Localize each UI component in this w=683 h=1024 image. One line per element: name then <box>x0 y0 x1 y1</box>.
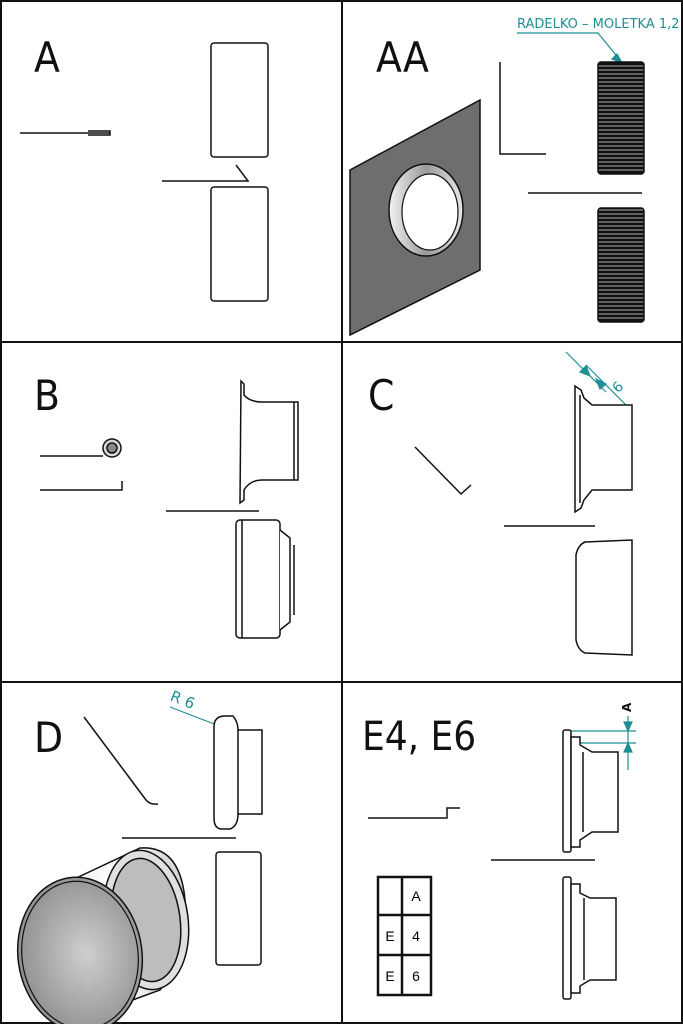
table-row-2-value: 6 <box>412 968 420 984</box>
panel-b-profile-lines <box>40 438 259 512</box>
table-row-1-type: E <box>385 928 394 944</box>
panel-b: B <box>34 371 299 639</box>
panel-a: A <box>20 33 269 302</box>
panel-d-collar-front <box>215 851 262 966</box>
panel-e-collar-front <box>562 876 617 1000</box>
panel-e: E4, E6 A <box>362 702 636 1000</box>
dimension-a <box>570 716 636 770</box>
panel-b-label: B <box>34 371 60 420</box>
panel-aa: AA RADELKO – MOLETKA 1,2 <box>349 17 680 337</box>
panel-a-plates <box>210 42 269 302</box>
table-header-a: A <box>411 888 421 904</box>
panel-b-collar-front <box>235 519 295 639</box>
panel-e-profile-lines <box>368 807 595 861</box>
panel-c-collar-side <box>574 384 633 514</box>
panel-c: C 6 <box>368 351 633 656</box>
table-row-2-type: E <box>385 968 394 984</box>
panel-d: D R 6 <box>16 687 263 1024</box>
panel-d-collar-side <box>213 715 263 830</box>
dimension-6 <box>565 351 627 406</box>
annotation-leader <box>517 32 624 65</box>
dimension-6-label: 6 <box>610 379 628 397</box>
panel-e-collar-side <box>562 729 619 853</box>
panel-aa-label: AA <box>376 33 429 82</box>
knurl-annotation: RADELKO – MOLETKA 1,2 <box>517 17 680 32</box>
panel-a-label: A <box>34 33 60 82</box>
panel-c-profile-lines <box>414 446 595 527</box>
panel-b-collar-side <box>239 379 299 505</box>
panel-aa-profile-lines <box>499 62 642 194</box>
panel-c-label: C <box>368 371 394 420</box>
panel-e-label: E4, E6 <box>362 714 476 760</box>
knurled-rings <box>597 61 645 323</box>
panel-d-3d-collar <box>16 847 190 1024</box>
panel-c-collar-front <box>575 539 633 656</box>
panel-d-label: D <box>34 713 63 762</box>
panel-a-profile-lines <box>20 130 250 182</box>
variant-table: A E 4 E 6 <box>376 875 433 997</box>
panel-d-profile-lines <box>83 716 236 839</box>
table-row-1-value: 4 <box>412 928 420 944</box>
flange-plate <box>349 98 481 337</box>
dimension-a-label: A <box>620 702 634 712</box>
dimension-r6-label: R 6 <box>168 687 198 713</box>
